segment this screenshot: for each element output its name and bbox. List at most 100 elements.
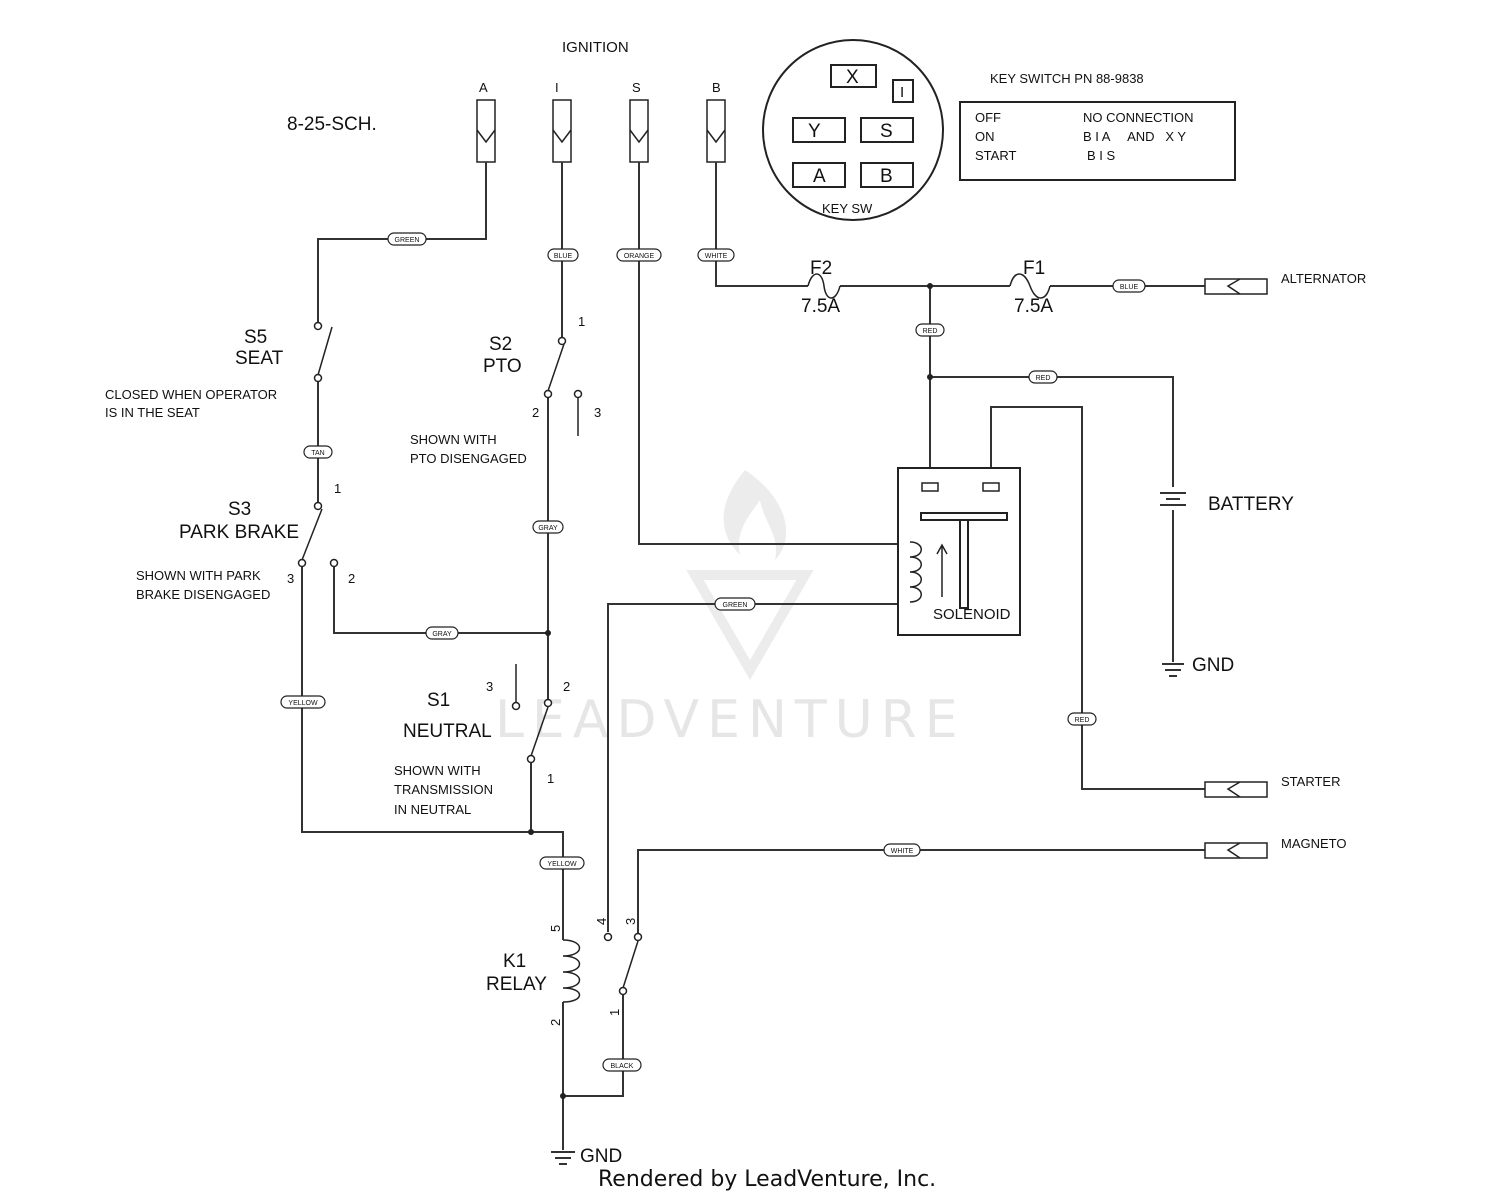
svg-text:WHITE: WHITE [705, 253, 728, 260]
svg-text:ALTERNATOR: ALTERNATOR [1281, 271, 1366, 286]
svg-text:K1: K1 [503, 951, 526, 972]
svg-text:GRAY: GRAY [432, 631, 452, 638]
wire-tag-yellow-left: YELLOW [280, 695, 326, 709]
key-switch-table: KEY SWITCH PN 88-9838 OFF NO CONNECTION … [959, 71, 1236, 181]
alternator-connector: ALTERNATOR [1204, 271, 1366, 295]
wire-tag-white-b: WHITE [697, 248, 735, 262]
switch-s3-park-brake: 1 3 2 S3 PARK BRAKE SHOWN WITH PARK BRAK… [136, 481, 355, 602]
svg-text:S1: S1 [427, 690, 450, 711]
svg-text:3: 3 [594, 405, 601, 420]
wire-tag-green-sol: GREEN [714, 597, 756, 611]
key-switch-diagram: X I Y S A B KEY SW [762, 39, 944, 221]
wire-tag-red-batt: RED [1028, 370, 1058, 384]
watermark-text: LEADVENTURE [495, 690, 966, 750]
ignition-terminal-s: S [629, 80, 649, 163]
svg-text:2: 2 [532, 405, 539, 420]
svg-text:2: 2 [348, 571, 355, 586]
battery-label: BATTERY [1208, 494, 1294, 515]
key-sw-label: KEY SW [822, 201, 873, 216]
svg-text:SHOWN WITH: SHOWN WITH [410, 432, 497, 447]
svg-text:GREEN: GREEN [723, 602, 748, 609]
svg-text:TAN: TAN [311, 450, 324, 457]
key-terminal-s: S [880, 121, 893, 142]
svg-text:1: 1 [607, 1009, 622, 1016]
svg-text:WHITE: WHITE [891, 848, 914, 855]
svg-text:B: B [712, 80, 721, 95]
svg-text:S2: S2 [489, 334, 512, 355]
svg-text:GREEN: GREEN [395, 237, 420, 244]
wire-tag-orange: ORANGE [616, 248, 662, 262]
svg-text:PTO: PTO [483, 356, 522, 377]
key-terminal-y: Y [808, 121, 821, 142]
svg-text:IN NEUTRAL: IN NEUTRAL [394, 802, 471, 817]
svg-text:PARK BRAKE: PARK BRAKE [179, 522, 299, 543]
svg-text:RED: RED [1075, 717, 1090, 724]
footer-credit: Rendered by LeadVenture, Inc. [598, 1167, 936, 1192]
wire-tag-black: BLACK [602, 1058, 642, 1072]
battery-symbol: BATTERY GND [1160, 492, 1294, 677]
svg-text:YELLOW: YELLOW [288, 700, 318, 707]
key-terminal-x: X [846, 67, 859, 88]
ignition-terminal-a: A [476, 80, 496, 163]
svg-text:SHOWN WITH PARK: SHOWN WITH PARK [136, 568, 261, 583]
svg-text:SHOWN WITH: SHOWN WITH [394, 763, 481, 778]
wire-tag-tan: TAN [303, 445, 333, 459]
svg-text:YELLOW: YELLOW [547, 861, 577, 868]
wire-tag-yellow-relay: YELLOW [539, 856, 585, 870]
relay-k1: 5 2 4 3 1 K1 RELAY GND [486, 918, 643, 1167]
starter-connector: STARTER [1204, 774, 1340, 798]
fuse-f1: F1 7.5A [1009, 258, 1053, 317]
svg-text:2: 2 [563, 679, 570, 694]
svg-text:ON: ON [975, 129, 995, 144]
battery-gnd-label: GND [1192, 655, 1234, 676]
svg-text:I: I [555, 80, 559, 95]
svg-text:MAGNETO: MAGNETO [1281, 836, 1347, 851]
wire-tag-green-top: GREEN [387, 232, 427, 246]
svg-text:4: 4 [594, 918, 609, 925]
wire-tag-white-magneto: WHITE [883, 843, 921, 857]
svg-text:S5: S5 [244, 327, 267, 348]
wire-color-tags: GREEN BLUE ORANGE WHITE BLUE RED RED TAN… [280, 232, 1146, 1072]
svg-text:F2: F2 [810, 258, 832, 279]
svg-text:S: S [632, 80, 641, 95]
svg-text:OFF: OFF [975, 110, 1001, 125]
svg-text:1: 1 [547, 771, 554, 786]
svg-text:CLOSED WHEN OPERATOR: CLOSED WHEN OPERATOR [105, 387, 277, 402]
svg-text:RED: RED [1036, 375, 1051, 382]
svg-text:7.5A: 7.5A [801, 296, 840, 317]
svg-text:NEUTRAL: NEUTRAL [403, 721, 492, 742]
relay-gnd-label: GND [580, 1146, 622, 1167]
svg-text:1: 1 [578, 314, 585, 329]
key-terminal-b: B [880, 166, 893, 187]
svg-text:3: 3 [486, 679, 493, 694]
ignition-terminal-b: B [706, 80, 726, 163]
key-switch-title: KEY SWITCH PN 88-9838 [990, 71, 1144, 86]
svg-text:START: START [975, 148, 1016, 163]
svg-text:PTO DISENGAGED: PTO DISENGAGED [410, 451, 527, 466]
svg-text:F1: F1 [1023, 258, 1045, 279]
schematic-ref: 8-25-SCH. [287, 114, 377, 135]
solenoid-label: SOLENOID [933, 606, 1011, 623]
wire-tag-red-fuse: RED [915, 323, 945, 337]
fuse-f2: F2 7.5A [801, 258, 841, 317]
svg-text:TRANSMISSION: TRANSMISSION [394, 782, 493, 797]
svg-text:7.5A: 7.5A [1014, 296, 1053, 317]
svg-text:B I S: B I S [1087, 148, 1116, 163]
switch-s1-neutral: 3 2 1 S1 NEUTRAL SHOWN WITH TRANSMISSION… [394, 664, 570, 817]
svg-text:BLUE: BLUE [554, 253, 573, 260]
wire-tag-red-starter: RED [1067, 712, 1097, 726]
magneto-connector: MAGNETO [1204, 836, 1347, 859]
key-terminal-i: I [900, 84, 904, 101]
junction-nodes [528, 283, 933, 1099]
wire-tag-gray-s3: GRAY [425, 626, 459, 640]
key-terminal-a: A [813, 166, 826, 187]
svg-text:NO CONNECTION: NO CONNECTION [1083, 110, 1194, 125]
svg-text:SEAT: SEAT [235, 348, 284, 369]
svg-text:RELAY: RELAY [486, 974, 547, 995]
svg-text:B I A AND X Y: B I A AND X Y [1083, 129, 1186, 144]
wire-tag-blue-alt: BLUE [1112, 279, 1146, 293]
svg-text:3: 3 [287, 571, 294, 586]
watermark: LEADVENTURE [495, 470, 966, 750]
svg-text:S3: S3 [228, 499, 251, 520]
